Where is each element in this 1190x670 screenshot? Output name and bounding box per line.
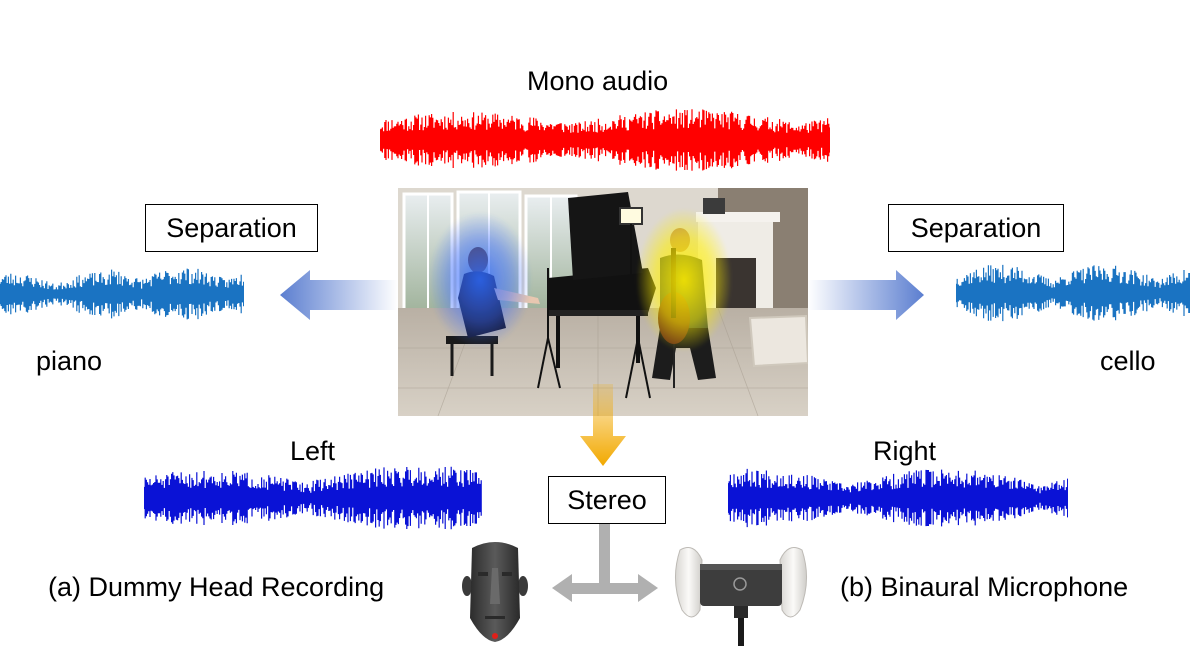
mono-audio-waveform <box>380 109 830 171</box>
connector-right-head <box>638 574 658 602</box>
left-channel-waveform <box>144 466 482 530</box>
separation-left-box: Separation <box>145 204 318 252</box>
right-channel-label: Right <box>873 436 937 466</box>
cello-waveform <box>956 264 1190 322</box>
piano-label: piano <box>36 346 103 376</box>
left-arrow <box>280 270 398 320</box>
dummy-head-icon <box>462 542 528 642</box>
down-arrow <box>580 384 626 466</box>
separation-right-box: Separation <box>888 204 1064 252</box>
connector-left-head <box>552 574 572 602</box>
right-channel-waveform <box>728 468 1068 528</box>
cello-label: cello <box>1100 346 1156 376</box>
mono-audio-label: Mono audio <box>527 66 669 96</box>
stereo-box: Stereo <box>548 476 666 524</box>
connector-stem <box>599 524 610 588</box>
right-arrow <box>808 270 924 320</box>
scene-image <box>398 188 810 417</box>
binaural-mic-caption: (b) Binaural Microphone <box>840 572 1129 602</box>
dummy-head-caption: (a) Dummy Head Recording <box>48 572 385 602</box>
connector-bar <box>566 583 644 594</box>
binaural-microphone-icon <box>675 547 807 646</box>
left-channel-label: Left <box>290 436 336 466</box>
piano-waveform <box>0 268 244 320</box>
